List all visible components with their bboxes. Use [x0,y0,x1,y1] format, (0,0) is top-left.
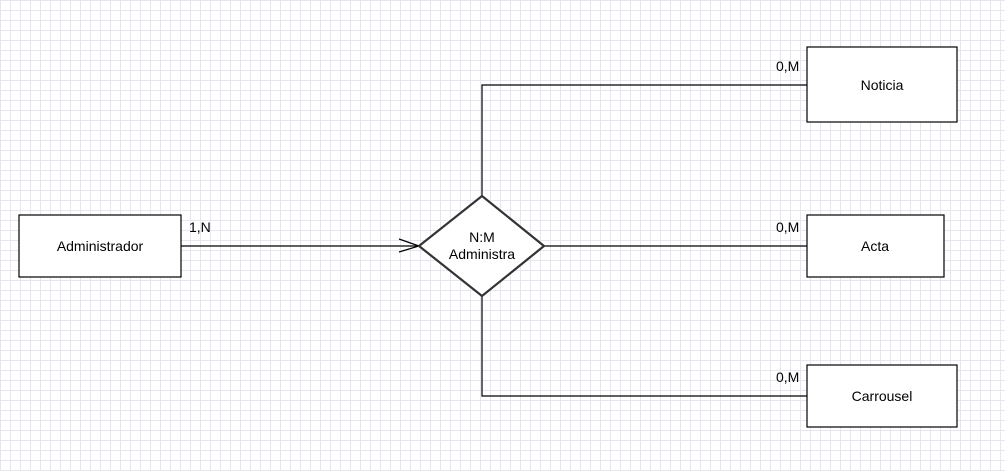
entity-acta[interactable]: Acta [806,214,945,278]
relationship-administra[interactable]: N:M Administra [417,194,546,298]
entity-noticia-label: Noticia [861,77,904,93]
connector-carrousel [481,296,807,397]
cardinality-carrousel: 0,M [776,369,799,385]
entity-administrador[interactable]: Administrador [18,214,182,278]
cardinality-administrador: 1,N [189,219,211,235]
entity-administrador-label: Administrador [57,238,144,254]
entity-noticia[interactable]: Noticia [806,46,958,123]
entity-carrousel[interactable]: Carrousel [806,364,958,428]
cardinality-acta: 0,M [776,219,799,235]
cardinality-noticia: 0,M [776,58,799,74]
connector-noticia [481,84,807,196]
entity-carrousel-label: Carrousel [852,388,913,404]
entity-acta-label: Acta [861,238,889,254]
relationship-type-label: N:M [469,229,495,245]
relationship-name-label: Administra [449,246,515,262]
